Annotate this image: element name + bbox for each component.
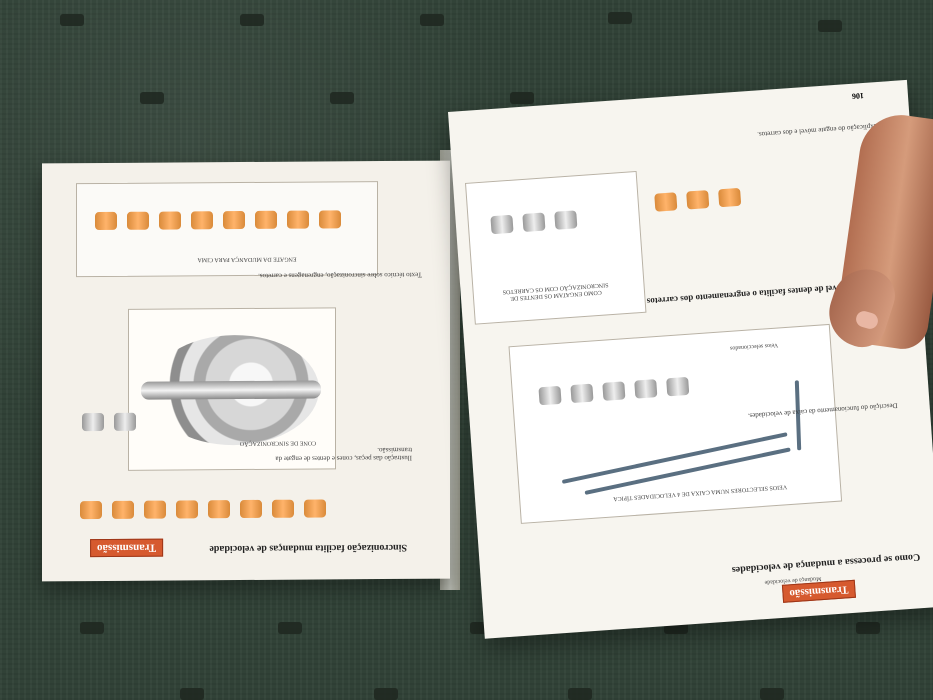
left-page-title: Sincronização facilita mudanças de veloc…: [209, 541, 407, 555]
carpet-pattern-dot: [80, 622, 104, 634]
gear-icon: [602, 381, 626, 401]
gearbox-gears: [538, 376, 695, 410]
gear-icon: [272, 499, 294, 518]
gear-icon: [112, 500, 134, 519]
carpet-pattern-dot: [760, 688, 784, 700]
top-gear-row: [95, 210, 347, 235]
carpet-pattern-dot: [510, 92, 534, 104]
gear-icon: [490, 214, 514, 235]
left-section-tag: Transmissão: [90, 538, 164, 558]
carpet-pattern-dot: [374, 688, 398, 700]
gear-icon: [666, 376, 690, 397]
gear-icon: [287, 210, 309, 229]
gear-icon: [319, 210, 341, 229]
top-caption: ENGATE DA MUDANÇA PARA CIMA: [197, 255, 297, 263]
label-one: Veios seleccionados: [729, 341, 779, 351]
carpet-pattern-dot: [278, 622, 302, 634]
carpet-pattern-dot: [330, 92, 354, 104]
right-section-tag: Transmissão: [781, 579, 856, 603]
gear-icon: [554, 210, 578, 230]
carpet-pattern-dot: [568, 688, 592, 700]
gear-icon: [255, 210, 277, 229]
gear-icon: [538, 385, 562, 406]
gear-icon: [718, 187, 742, 208]
gear-icon: [144, 500, 166, 519]
gear-icon: [82, 412, 104, 432]
left-gear-row: [80, 499, 332, 524]
small-synchro-icons: [82, 412, 142, 436]
caption-left: COMO ENGATAM OS DENTES DE SINCRONIZAÇÃO …: [502, 281, 609, 302]
gearbox-diagram-panel: Veios seleccionados VEIOS SELECTORES NUM…: [508, 323, 843, 524]
carpet-pattern-dot: [60, 14, 84, 26]
carpet-pattern-dot: [818, 20, 842, 32]
left-page-text-block: Ilustração das peças, cones e dentes de …: [275, 445, 412, 463]
carpet-pattern-dot: [240, 14, 264, 26]
left-page-text-block: Texto técnico sobre sincronização, engre…: [258, 270, 422, 280]
gear-icon: [223, 211, 245, 230]
gear-icon: [570, 383, 594, 404]
gear-icon: [191, 211, 213, 230]
carpet-pattern-dot: [140, 92, 164, 104]
carpet-pattern-dot: [180, 688, 204, 700]
carpet-pattern-dot: [856, 622, 880, 634]
gear-icon: [654, 192, 678, 212]
top-synchronization-panel: ENGATE DA MUDANÇA PARA CIMA: [76, 181, 378, 278]
shaft-icon: [141, 380, 321, 400]
gear-icon: [95, 211, 117, 231]
gear-icon: [634, 379, 658, 399]
gear-icon: [686, 190, 710, 210]
sync-teeth-gears: [490, 210, 583, 239]
gear-icon: [522, 212, 546, 233]
gear-icon: [159, 211, 181, 230]
gear-icon: [304, 499, 326, 518]
page-number: 106: [851, 90, 865, 101]
gear-icon: [127, 211, 149, 230]
left-page: Transmissão Sincronização facilita mudan…: [42, 160, 450, 582]
gear-icon: [208, 500, 230, 519]
gear-icon: [114, 412, 136, 431]
carpet-pattern-dot: [420, 14, 444, 26]
carpet-pattern-dot: [608, 12, 632, 24]
gear-icon: [176, 500, 198, 519]
orange-sync-icons: [654, 187, 747, 216]
mid-caption: CONE DE SINCRONIZAÇÃO: [239, 439, 317, 447]
sync-teeth-panel: COMO ENGATAM OS DENTES DE SINCRONIZAÇÃO …: [464, 170, 647, 325]
gear-icon: [240, 499, 262, 519]
right-page-text-block: Explicação do engate móvel e dos carreto…: [756, 122, 879, 139]
gear-icon: [80, 501, 102, 520]
